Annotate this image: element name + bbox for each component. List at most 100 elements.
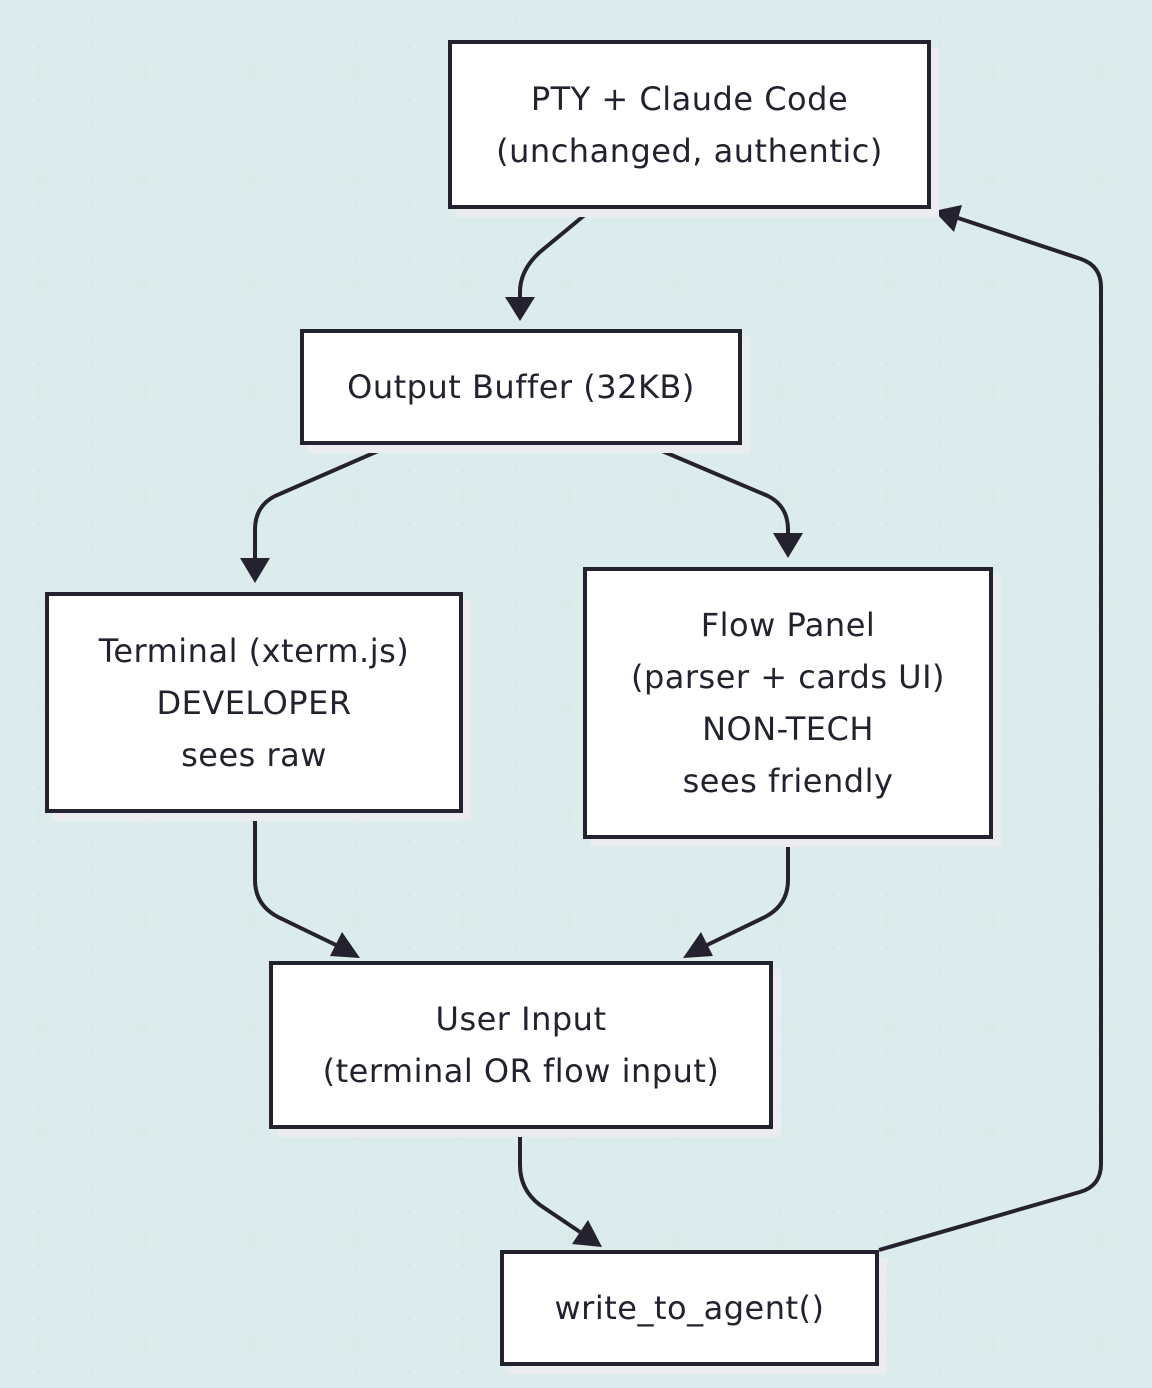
edge-input-to-write: [518, 1129, 602, 1247]
grid-dot-mark: [143, 1184, 147, 1188]
grid-plus-mark: [32, 1338, 46, 1352]
node-user-input: User Input (terminal OR flow input): [269, 961, 773, 1129]
node-label: PTY + Claude Code: [530, 79, 849, 118]
grid-dot-mark: [90, 1078, 94, 1082]
grid-dot-mark: [885, 18, 889, 22]
grid-dot-mark: [143, 336, 147, 340]
grid-dot-mark: [90, 177, 94, 181]
grid-plus-mark: [244, 1020, 258, 1034]
grid-plus-mark: [138, 384, 152, 398]
node-label: Terminal (xterm.js): [98, 631, 410, 670]
grid-plus-mark: [774, 1232, 788, 1246]
grid-dot-mark: [726, 548, 730, 552]
arrowhead-icon: [505, 297, 535, 321]
grid-plus-mark: [986, 1338, 1000, 1352]
arrowhead-icon: [934, 205, 962, 232]
grid-dot-mark: [938, 230, 942, 234]
grid-plus-mark: [138, 66, 152, 80]
grid-plus-mark: [986, 384, 1000, 398]
node-terminal: Terminal (xterm.js) DEVELOPER sees raw: [45, 592, 463, 813]
grid-plus-mark: [138, 914, 152, 928]
grid-plus-mark: [32, 1232, 46, 1246]
grid-dot-mark: [461, 230, 465, 234]
grid-dot-mark: [37, 1290, 41, 1294]
grid-dot-mark: [143, 1078, 147, 1082]
grid-plus-mark: [350, 1232, 364, 1246]
grid-dot-mark: [514, 919, 518, 923]
grid-dot-mark: [90, 548, 94, 552]
grid-dot-mark: [37, 1184, 41, 1188]
grid-dot-mark: [1044, 283, 1048, 287]
grid-plus-mark: [986, 278, 1000, 292]
grid-dot-mark: [90, 495, 94, 499]
grid-dot-mark: [779, 866, 783, 870]
grid-dot-mark: [832, 1237, 836, 1241]
grid-dot-mark: [196, 1131, 200, 1135]
grid-dot-mark: [938, 1184, 942, 1188]
grid-dot-mark: [938, 283, 942, 287]
grid-dot-mark: [885, 1184, 889, 1188]
grid-dot-mark: [832, 548, 836, 552]
grid-dot-mark: [1044, 124, 1048, 128]
grid-plus-mark: [138, 1232, 152, 1246]
grid-dot-mark: [408, 177, 412, 181]
grid-dot-mark: [408, 1343, 412, 1347]
edge-buffer-to-terminal: [240, 443, 393, 583]
grid-plus-mark: [880, 1338, 894, 1352]
grid-dot-mark: [567, 18, 571, 22]
grid-dot-mark: [620, 1184, 624, 1188]
grid-dot-mark: [620, 1131, 624, 1135]
grid-dot-mark: [90, 124, 94, 128]
grid-plus-mark: [32, 172, 46, 186]
grid-dot-mark: [302, 866, 306, 870]
grid-plus-mark: [774, 278, 788, 292]
grid-dot-mark: [143, 972, 147, 976]
grid-dot-mark: [408, 283, 412, 287]
grid-plus-mark: [32, 1126, 46, 1140]
grid-dot-mark: [938, 1078, 942, 1082]
node-label: User Input: [435, 1000, 607, 1038]
grid-dot-mark: [355, 548, 359, 552]
grid-dot-mark: [938, 495, 942, 499]
grid-dot-mark: [1044, 336, 1048, 340]
grid-dot-mark: [302, 18, 306, 22]
grid-dot-mark: [143, 18, 147, 22]
grid-dot-mark: [991, 1184, 995, 1188]
grid-dot-mark: [832, 336, 836, 340]
grid-dot-mark: [1044, 1343, 1048, 1347]
grid-dot-mark: [196, 283, 200, 287]
grid-dot-mark: [302, 495, 306, 499]
grid-dot-mark: [885, 1290, 889, 1294]
grid-plus-mark: [350, 172, 364, 186]
grid-dot-mark: [726, 1184, 730, 1188]
grid-plus-mark: [138, 278, 152, 292]
grid-dot-mark: [726, 919, 730, 923]
grid-plus-mark: [880, 1020, 894, 1034]
grid-dot-mark: [90, 866, 94, 870]
grid-dot-mark: [832, 972, 836, 976]
grid-plus-mark: [880, 278, 894, 292]
grid-plus-mark: [32, 278, 46, 292]
grid-dot-mark: [567, 1184, 571, 1188]
grid-dot-mark: [514, 654, 518, 658]
grid-dot-mark: [1097, 1290, 1101, 1294]
grid-dot-mark: [938, 71, 942, 75]
grid-dot-mark: [37, 654, 41, 658]
grid-plus-mark: [986, 490, 1000, 504]
grid-plus-mark: [244, 66, 258, 80]
grid-dot-mark: [514, 866, 518, 870]
grid-dot-mark: [196, 336, 200, 340]
grid-dot-mark: [302, 1184, 306, 1188]
grid-plus-mark: [668, 1232, 682, 1246]
grid-dot-mark: [1044, 442, 1048, 446]
grid-dot-mark: [249, 124, 253, 128]
grid-dot-mark: [620, 495, 624, 499]
grid-dot-mark: [408, 813, 412, 817]
grid-plus-mark: [32, 384, 46, 398]
grid-plus-mark: [562, 702, 576, 716]
edge-terminal-to-input: [253, 813, 360, 958]
grid-dot-mark: [514, 1184, 518, 1188]
grid-plus-mark: [880, 384, 894, 398]
grid-plus-mark: [986, 1126, 1000, 1140]
